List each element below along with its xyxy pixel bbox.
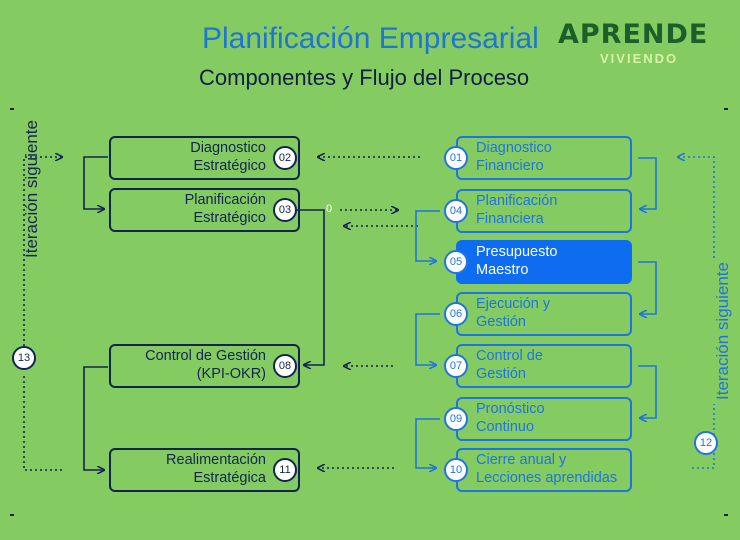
logo-sub-text: VIVIENDO [600,51,679,66]
node-06-badge: 06 [444,302,468,326]
node-03-box [109,188,300,232]
node-01-badge: 01 [444,146,468,170]
node-11-box [109,448,300,492]
logo-main-text: APRENDE [558,19,709,50]
corner-mark [10,514,14,516]
corner-mark [724,514,728,516]
node-02-box [109,136,300,180]
connector-label: 0 [326,203,333,215]
node-04-badge: 04 [444,199,468,223]
node-08-badge: 08 [273,354,297,378]
node-13-badge: 13 [12,346,36,370]
iteration-label-right: Iteración siguiente [713,262,732,400]
node-02-badge: 02 [273,146,297,170]
node-09-badge: 09 [444,407,468,431]
node-07-badge: 07 [444,354,468,378]
diagram-subtitle: Componentes y Flujo del Proceso [199,65,530,90]
node-11-badge: 11 [273,458,297,482]
node-12-badge: 12 [694,431,718,455]
brand-logo: APRENDE VIVIENDO [558,19,709,66]
corner-mark [10,108,14,110]
node-10-badge: 10 [444,458,468,482]
node-08-label: Control de Gestión(KPI-OKR) [145,348,266,382]
node-03-badge: 03 [273,198,297,222]
iteration-label-left: Iteración siguiente [22,120,41,258]
diagram-title: Planificación Empresarial [202,22,539,55]
node-05-badge: 05 [444,250,468,274]
node-08-box [109,344,300,388]
corner-mark [724,108,728,110]
